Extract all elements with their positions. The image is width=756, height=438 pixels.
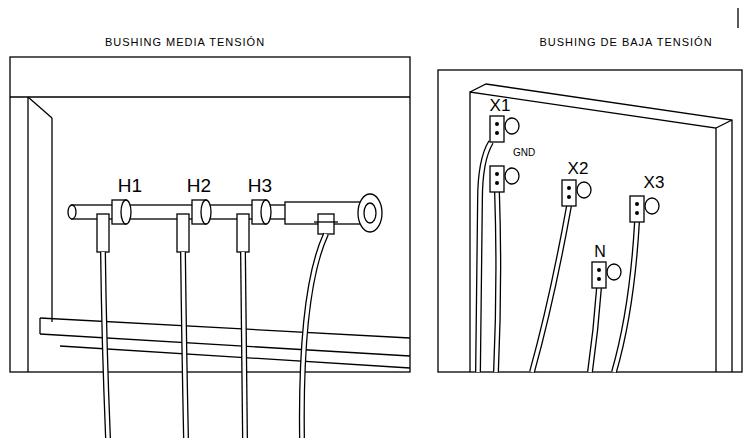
cable [243, 252, 245, 438]
lug-bolt [567, 186, 571, 190]
shelf-edge [40, 334, 410, 356]
terminal-label: GND [513, 147, 535, 158]
terminal-board [470, 92, 716, 372]
shelf-edge [40, 318, 410, 338]
cable [183, 252, 186, 438]
terminal-board-edge [470, 84, 732, 372]
lug-plate [562, 180, 576, 206]
lug-plate [490, 166, 504, 192]
parking-bushing-flange [358, 194, 382, 232]
terminal-label: H3 [248, 176, 272, 197]
lug-bolt [495, 122, 499, 126]
terminal-lug [562, 180, 591, 206]
terminal-label: H1 [118, 176, 142, 197]
bushing-collar [201, 200, 211, 224]
terminal-stud [505, 168, 519, 184]
lv-compartment [438, 8, 742, 372]
panel-frame [438, 70, 742, 372]
lug-bolt [495, 172, 499, 176]
panel-top-band [10, 96, 410, 97]
title-tick [737, 8, 738, 28]
mv-compartment [10, 57, 410, 372]
lug-plate [630, 196, 644, 222]
lug-bolt [635, 202, 639, 206]
terminal-stud [645, 198, 659, 214]
parking-bushing-flange [364, 203, 376, 223]
ground-clamp [318, 214, 334, 234]
terminal-lug [630, 196, 659, 222]
cable [478, 142, 491, 372]
ground-clamp [314, 221, 338, 222]
cable [590, 288, 599, 372]
shelf-edge [60, 346, 410, 368]
cable [183, 252, 186, 438]
lug-bolt [495, 131, 499, 135]
cable [243, 252, 245, 438]
lug-bolt [567, 195, 571, 199]
bushing-tip [68, 205, 76, 219]
lv-terminals [490, 116, 659, 288]
terminal-lug [490, 166, 519, 192]
panel-inner-edge [51, 118, 52, 322]
elbow-connector [237, 214, 249, 252]
ground-cable [302, 234, 326, 438]
terminal-label: H2 [187, 176, 211, 197]
lug-bolt [635, 211, 639, 215]
lug-plate [592, 262, 606, 288]
panel-inner-edge [28, 97, 52, 118]
cable [614, 222, 637, 372]
bushing-collar [261, 200, 271, 224]
terminal-label: X3 [644, 174, 665, 193]
elbow-connector [97, 214, 109, 252]
terminal-stud [505, 118, 519, 134]
shelf-edge [39, 318, 40, 334]
lug-bolt [597, 268, 601, 272]
cable [103, 252, 108, 438]
cable [478, 142, 491, 372]
cable [532, 206, 569, 372]
panel-title: BUSHING DE BAJA TENSIÓN [539, 36, 712, 48]
ground-cable [302, 234, 326, 438]
cable [496, 192, 498, 372]
terminal-label: X2 [568, 160, 589, 179]
panel-title: BUSHING MEDIA TENSIÓN [105, 36, 265, 48]
panel-frame [10, 57, 410, 372]
terminal-stud [607, 264, 621, 280]
terminal-lug [490, 116, 519, 142]
cable [496, 192, 498, 372]
panel-inner-edge [27, 97, 28, 372]
terminal-stud [577, 182, 591, 198]
lug-bolt [597, 277, 601, 281]
mv-bushings [68, 194, 382, 252]
terminal-lug [592, 262, 621, 288]
cable [590, 288, 599, 372]
elbow-connector [177, 214, 189, 252]
bushing-collar [121, 200, 131, 224]
terminal-board-edge [716, 120, 732, 128]
terminal-label: N [594, 243, 606, 261]
lug-bolt [495, 181, 499, 185]
mv-cables [103, 234, 326, 438]
terminal-label: X1 [490, 97, 511, 116]
cable [614, 222, 637, 372]
cable [532, 206, 569, 372]
lug-plate [490, 116, 504, 142]
lv-cables [478, 142, 637, 372]
cable [103, 252, 108, 438]
